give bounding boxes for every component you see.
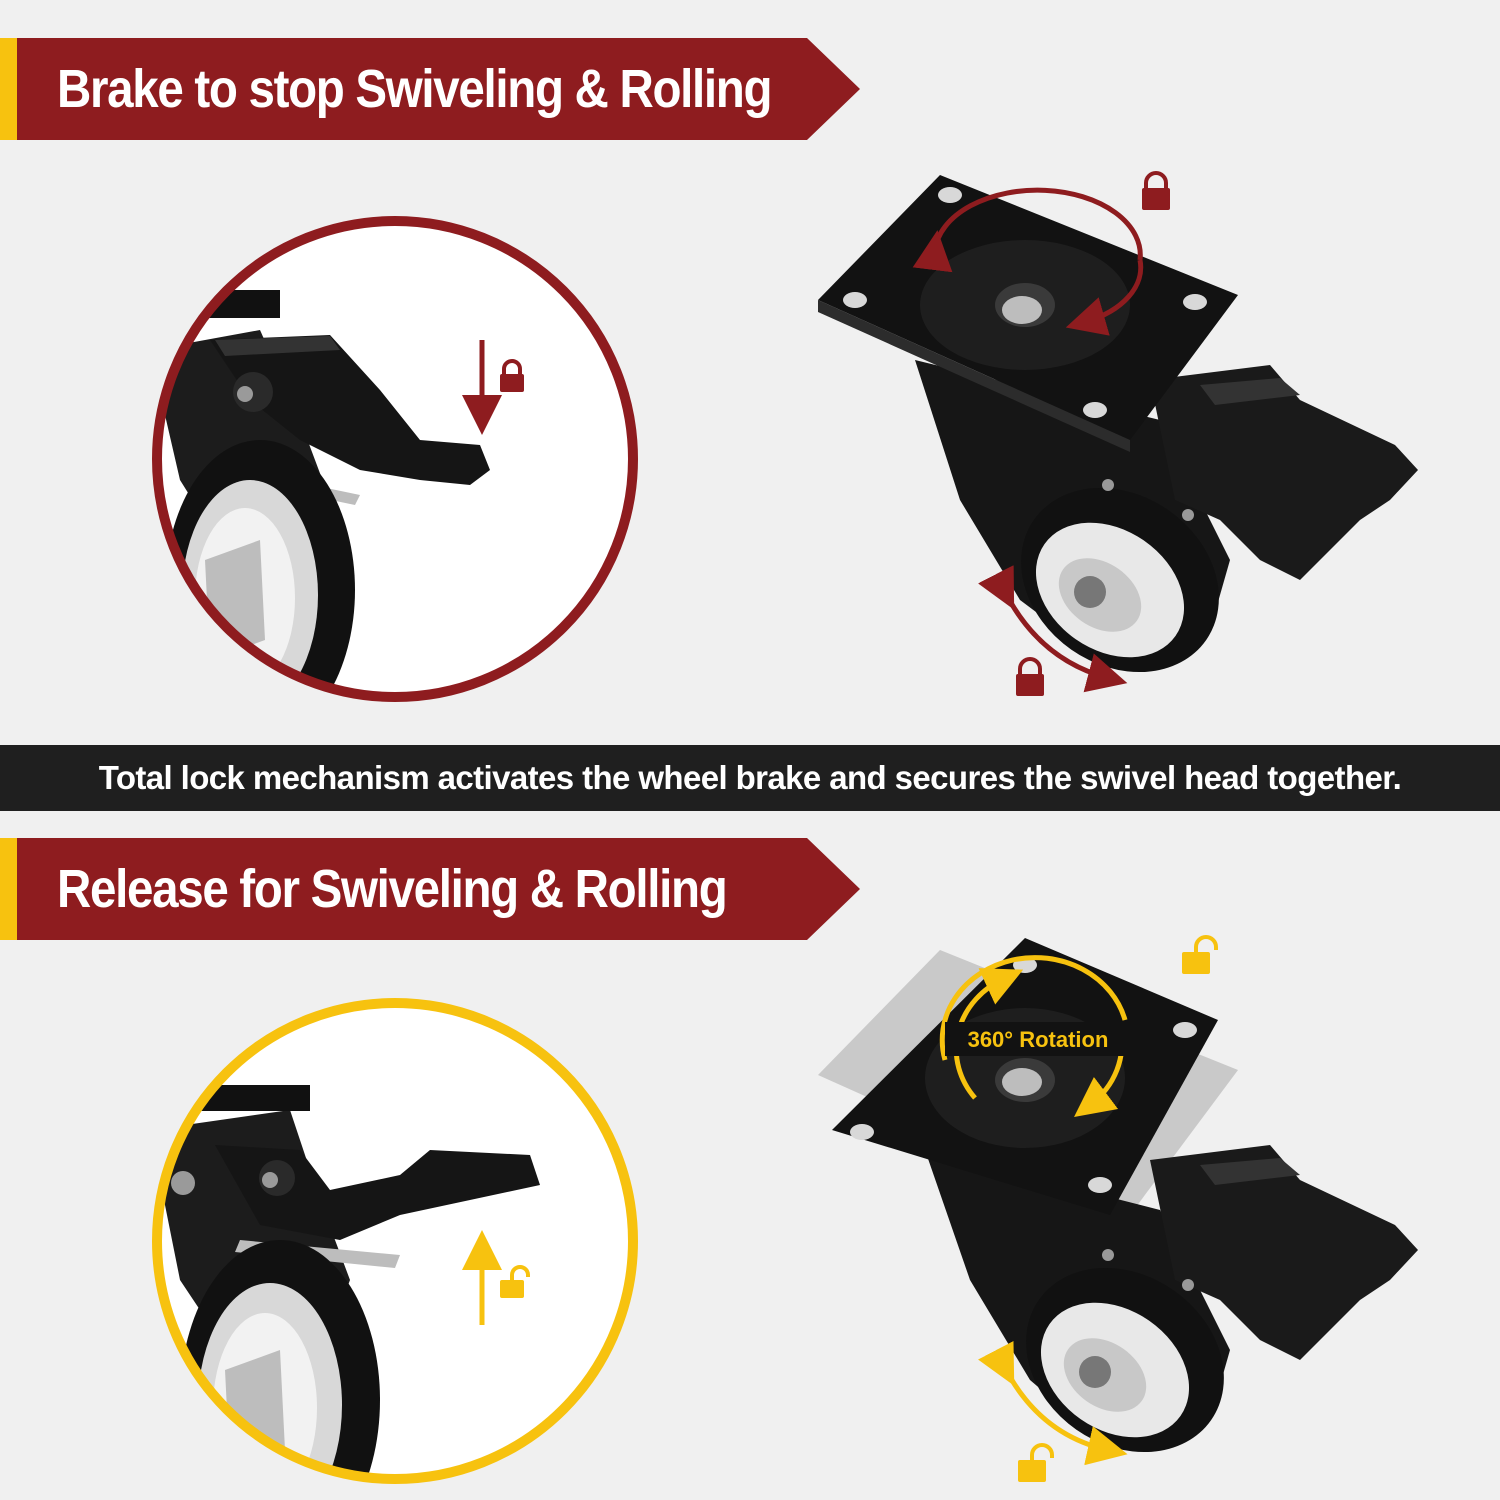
lock-icon [1016,657,1044,696]
unlock-icon [500,1265,530,1298]
banner-ribbon [17,38,860,140]
rotation-label: 360° Rotation [968,1027,1109,1052]
brake-heading: Brake to stop Swiveling & Rolling [57,59,773,119]
release-heading: Release for Swiveling & Rolling [57,859,728,919]
caption-text: Total lock mechanism activates the wheel… [98,759,1402,796]
caption-bar: Total lock mechanism activates the wheel… [0,745,1500,811]
banner-accent [0,38,17,140]
brake-heading-banner: Brake to stop Swiveling & Rolling [0,38,860,140]
lock-icon [500,359,524,392]
roll-arrow-icon [978,565,1128,693]
brake-closeup [152,216,638,702]
released-caster: 360° Rotation [818,935,1418,1482]
unlock-icon [1018,1443,1054,1482]
lock-icon [1142,171,1170,210]
unlock-icon [1182,935,1218,974]
swivel-arrow-icon [912,187,1143,273]
locked-caster [818,171,1418,696]
banner-accent [0,838,17,940]
release-closeup [152,998,638,1484]
release-heading-banner: Release for Swiveling & Rolling [0,838,860,940]
roll-arrow-icon [978,1341,1128,1466]
banner-ribbon [17,838,860,940]
